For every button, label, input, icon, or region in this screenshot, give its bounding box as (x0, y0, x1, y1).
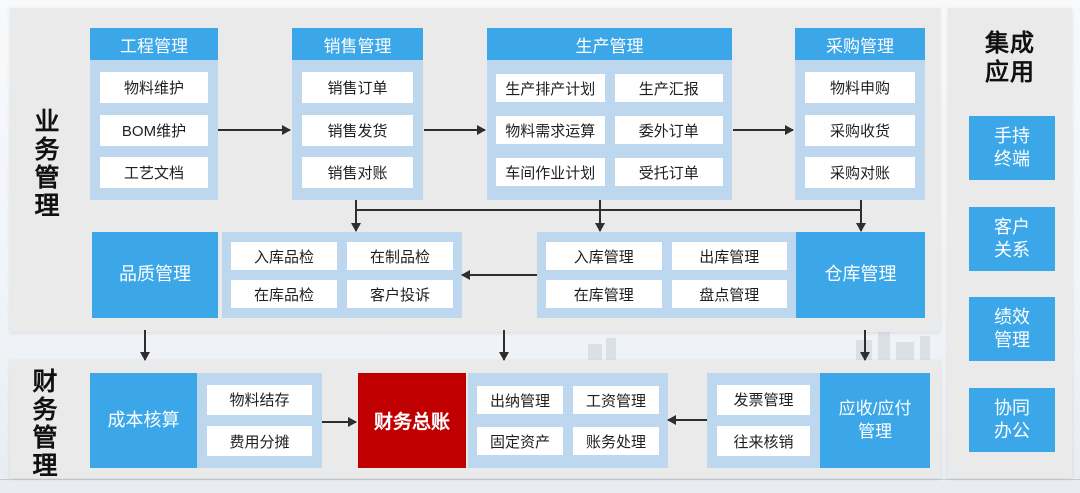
module-item: 物料维护 (100, 71, 208, 103)
module-item: 采购收货 (805, 114, 915, 146)
integration-title: 集成 应用 (985, 30, 1035, 86)
module-item: 出纳管理 (477, 386, 563, 414)
skyline-decoration (588, 344, 602, 360)
arrow-sales-to-quality (351, 200, 361, 232)
module-item: 固定资产 (477, 427, 563, 455)
skyline-decoration (606, 338, 616, 360)
module-item: 生产排产计划 (496, 74, 605, 102)
quality-items: 入库品检 在制品检 在库品检 客户投诉 (222, 232, 462, 318)
module-item: 采购对账 (805, 157, 915, 189)
module-item: 物料申购 (805, 71, 915, 103)
arrow-receivable-to-cashier (667, 415, 707, 425)
general-ledger-box: 财务总账 (358, 373, 466, 468)
module-item: 工艺文档 (100, 157, 208, 189)
app-handheld-terminal: 手持 终端 (969, 116, 1055, 180)
module-item: 在制品检 (347, 242, 453, 270)
module-item: 盘点管理 (671, 280, 787, 308)
arrow-cost-to-ledger (322, 417, 357, 427)
module-item: 工资管理 (573, 386, 659, 414)
module-item: 往来核销 (717, 426, 810, 457)
connector-line (355, 209, 862, 211)
app-customer-relations: 客户 关系 (969, 207, 1055, 271)
module-item: 账务处理 (573, 427, 659, 455)
cost-box: 成本核算 (90, 373, 197, 468)
arrow-sales-to-production (424, 125, 486, 135)
engineering-header: 工程管理 (90, 28, 218, 60)
skyline-decoration (920, 336, 930, 360)
module-item: 生产汇报 (614, 74, 723, 102)
module-item: 受托订单 (614, 158, 723, 186)
module-item: 物料结存 (207, 384, 312, 415)
app-performance-management: 绩效 管理 (969, 297, 1055, 361)
sales-header: 销售管理 (292, 28, 423, 60)
module-item: BOM维护 (100, 114, 208, 146)
app-collaborative-office: 协同 办公 (969, 388, 1055, 452)
production-body: 生产排产计划 生产汇报 物料需求运算 委外订单 车间作业计划 受托订单 (487, 60, 732, 200)
arrow-engineering-to-sales (218, 125, 291, 135)
arrow-production-to-inventory (595, 200, 605, 232)
module-item: 销售订单 (302, 71, 413, 103)
module-item: 委外订单 (614, 116, 723, 144)
module-item: 物料需求运算 (496, 116, 605, 144)
module-item: 在库品检 (231, 280, 337, 308)
module-item: 入库管理 (546, 242, 662, 270)
cashier-items: 出纳管理 工资管理 固定资产 账务处理 (468, 373, 668, 468)
skyline-decoration (878, 332, 890, 360)
module-item: 发票管理 (717, 384, 810, 415)
arrow-inventory-to-cashier (499, 330, 509, 361)
skyline-decoration (896, 342, 914, 360)
inventory-items: 入库管理 出库管理 在库管理 盘点管理 (537, 232, 796, 318)
arrow-quality-to-cost (140, 330, 150, 361)
business-section-title: 业务管理 (34, 108, 60, 220)
receivable-payable-box: 应收/应付 管理 (820, 373, 930, 468)
module-item: 销售发货 (302, 114, 413, 146)
quality-box: 品质管理 (92, 232, 218, 318)
sales-body: 销售订单 销售发货 销售对账 (292, 60, 423, 200)
warehouse-box: 仓库管理 (796, 232, 925, 318)
module-item: 客户投诉 (347, 280, 453, 308)
procurement-header: 采购管理 (795, 28, 925, 60)
module-item: 出库管理 (671, 242, 787, 270)
module-item: 在库管理 (546, 280, 662, 308)
baseline-decoration (0, 479, 1080, 480)
module-item: 销售对账 (302, 157, 413, 189)
module-item: 车间作业计划 (496, 158, 605, 186)
cost-items: 物料结存 费用分摊 (197, 373, 322, 468)
procurement-body: 物料申购 采购收货 采购对账 (795, 60, 925, 200)
production-header: 生产管理 (487, 28, 732, 60)
engineering-body: 物料维护 BOM维护 工艺文档 (90, 60, 218, 200)
arrow-warehouse-to-receivable (860, 330, 870, 361)
module-item: 入库品检 (231, 242, 337, 270)
arrow-production-to-procurement (733, 125, 794, 135)
arrow-procurement-to-warehouse (856, 200, 866, 232)
invoice-items: 发票管理 往来核销 (707, 373, 820, 468)
module-item: 费用分摊 (207, 426, 312, 457)
finance-section-title: 财务管理 (32, 368, 58, 480)
arrow-warehouse-to-quality (461, 270, 537, 280)
